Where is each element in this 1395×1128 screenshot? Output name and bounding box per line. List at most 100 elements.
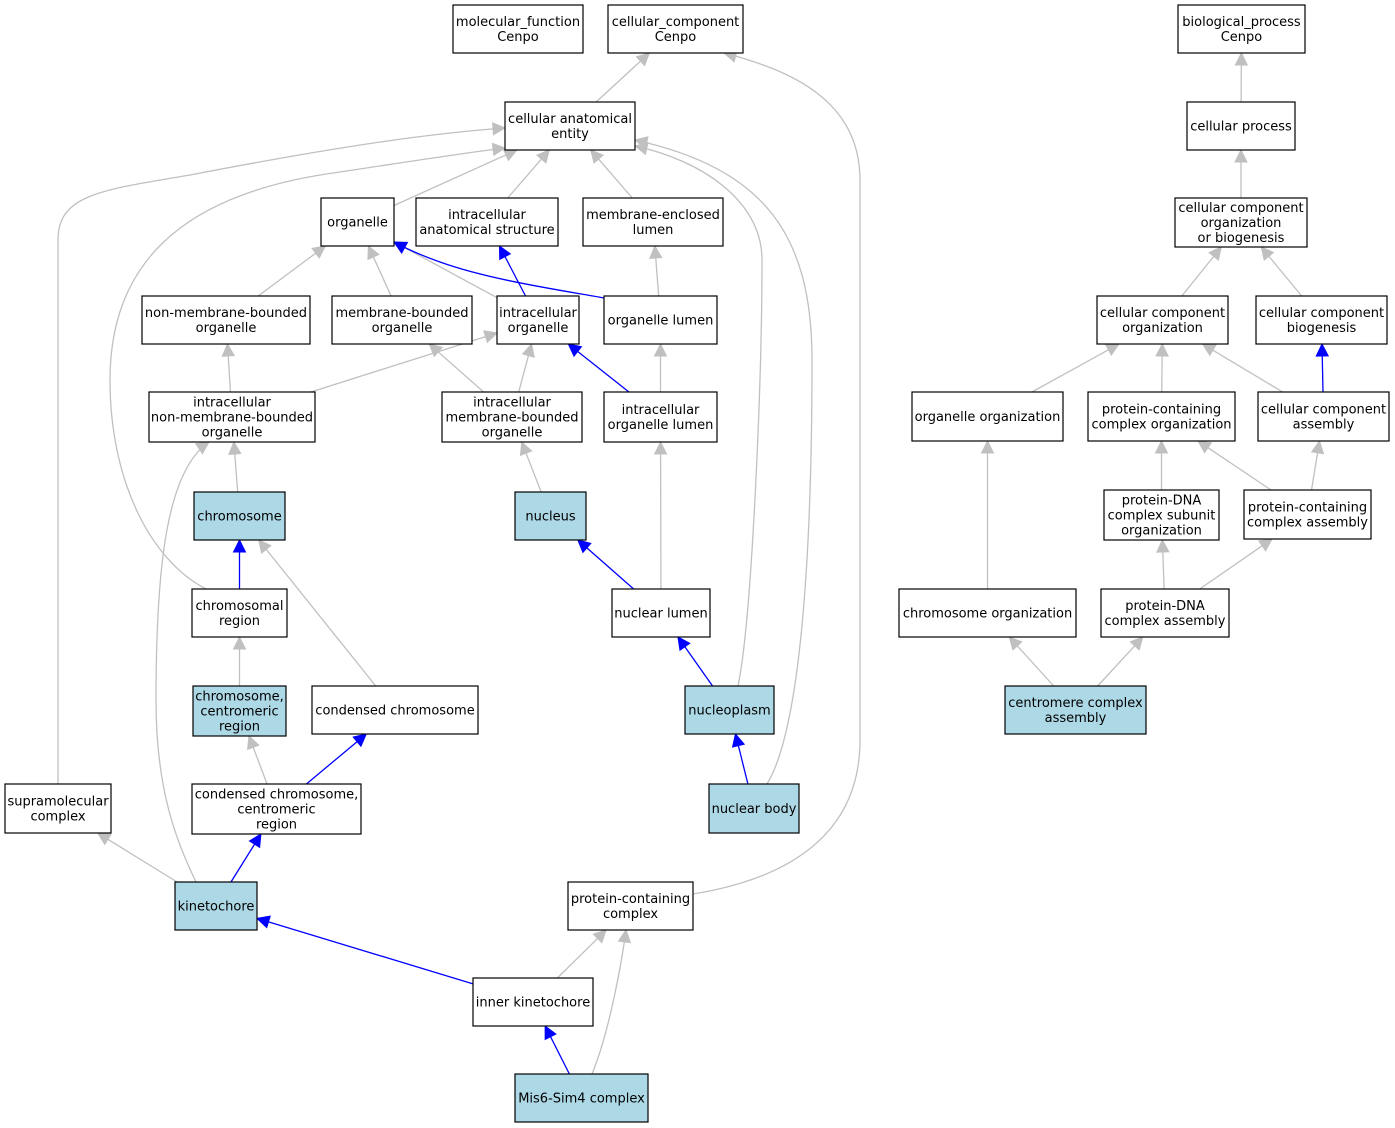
- node-inner-kin[interactable]: inner kinetochore: [472, 977, 594, 1027]
- node-box: [191, 588, 288, 638]
- node-box: [174, 881, 258, 931]
- edge-cond_centro-to-centromeric: [246, 734, 268, 785]
- edge-line: [518, 355, 530, 393]
- node-org-org[interactable]: organelle organization: [911, 391, 1064, 442]
- edge-nucleoplasm-to-nuc_lumen: [677, 636, 714, 687]
- node-label-line: complex: [30, 810, 85, 825]
- node-label-line: assembly: [1045, 711, 1107, 726]
- edge-pcco-to-cco: [1155, 342, 1169, 393]
- node-org-lumen[interactable]: organelle lumen: [603, 295, 718, 345]
- node-label-line: Mis6-Sim4 complex: [518, 1092, 645, 1107]
- edge-arrowhead: [96, 832, 112, 846]
- node-label-line: complex: [603, 907, 658, 922]
- edge-arrowhead: [576, 539, 592, 554]
- edge-arrowhead: [592, 929, 607, 944]
- node-label-line: kinetochore: [178, 900, 255, 915]
- node-box: [191, 783, 362, 835]
- edge-line: [155, 441, 210, 883]
- edge-arrowhead: [1257, 538, 1273, 552]
- node-box: [452, 4, 584, 54]
- edge-arrowhead: [519, 440, 533, 457]
- node-nuc-body[interactable]: nuclear body: [708, 783, 800, 834]
- node-mis6[interactable]: Mis6-Sim4 complex: [514, 1073, 649, 1123]
- node-box: [611, 588, 711, 638]
- node-box: [441, 391, 583, 443]
- edge-centromeric-to-chrom_region: [232, 635, 247, 686]
- node-kinetochore[interactable]: kinetochore: [174, 881, 258, 931]
- node-organelle[interactable]: organelle: [320, 197, 395, 247]
- node-nuc-lumen[interactable]: nuclear lumen: [611, 588, 711, 638]
- edge-intra_mem-to-mem_org: [428, 343, 485, 393]
- edge-arrowhead: [221, 342, 236, 357]
- edge-cell_anat-to-cc_root: [595, 52, 651, 103]
- node-label-line: cellular process: [1190, 120, 1292, 135]
- node-box: [898, 588, 1077, 638]
- edge-chromosome-to-intra_nonmem: [228, 440, 242, 493]
- node-label-line: organelle: [196, 321, 257, 336]
- node-nucleoplasm[interactable]: nucleoplasm: [684, 685, 775, 735]
- edge-condensed-to-chromosome: [258, 539, 377, 687]
- node-box: [911, 391, 1064, 442]
- edge-line: [556, 937, 599, 979]
- node-cell-process[interactable]: cellular process: [1186, 101, 1296, 151]
- node-chromosome[interactable]: chromosome: [193, 491, 286, 541]
- node-condensed[interactable]: condensed chromosome: [311, 685, 479, 735]
- edge-arrowhead: [367, 244, 380, 261]
- edge-arrowhead: [1197, 440, 1213, 454]
- node-label-line: organelle: [372, 321, 433, 336]
- edge-arrowhead: [980, 439, 995, 454]
- edge-cca-to-cco: [1201, 343, 1283, 393]
- node-label-line: membrane-bounded: [335, 306, 468, 321]
- edge-nuc_lumen-to-intra_org_lumen: [653, 440, 668, 590]
- edge-line: [549, 1036, 570, 1075]
- edge-arrowhead: [535, 149, 550, 164]
- edge-chrom_region-to-cell_anat: [109, 142, 507, 590]
- edge-mem_lumen-to-cell_anat: [590, 149, 633, 199]
- edge-line: [598, 158, 633, 199]
- node-intra-nonmem[interactable]: intracellularnon-membrane-boundedorganel…: [148, 391, 316, 443]
- edge-arrowhead: [633, 136, 649, 150]
- edge-arrowhead: [232, 635, 247, 650]
- node-box: [1186, 101, 1296, 151]
- edge-arrowhead: [258, 539, 272, 555]
- node-box: [415, 197, 559, 247]
- node-nucleus[interactable]: nucleus: [514, 491, 587, 541]
- node-label-line: complex assembly: [1105, 614, 1226, 629]
- edge-inner_kin-to-prot_complex: [556, 929, 607, 979]
- node-label-line: non-membrane-bounded: [145, 306, 307, 321]
- node-chrom-org[interactable]: chromosome organization: [898, 588, 1077, 638]
- edge-arrowhead: [544, 1025, 557, 1041]
- edge-line: [265, 548, 377, 687]
- edge-kinetochore-to-supramol: [96, 832, 178, 883]
- node-label-line: molecular_function: [456, 15, 580, 30]
- edge-line: [227, 355, 232, 393]
- edge-line: [1016, 645, 1055, 687]
- node-box: [1096, 295, 1229, 345]
